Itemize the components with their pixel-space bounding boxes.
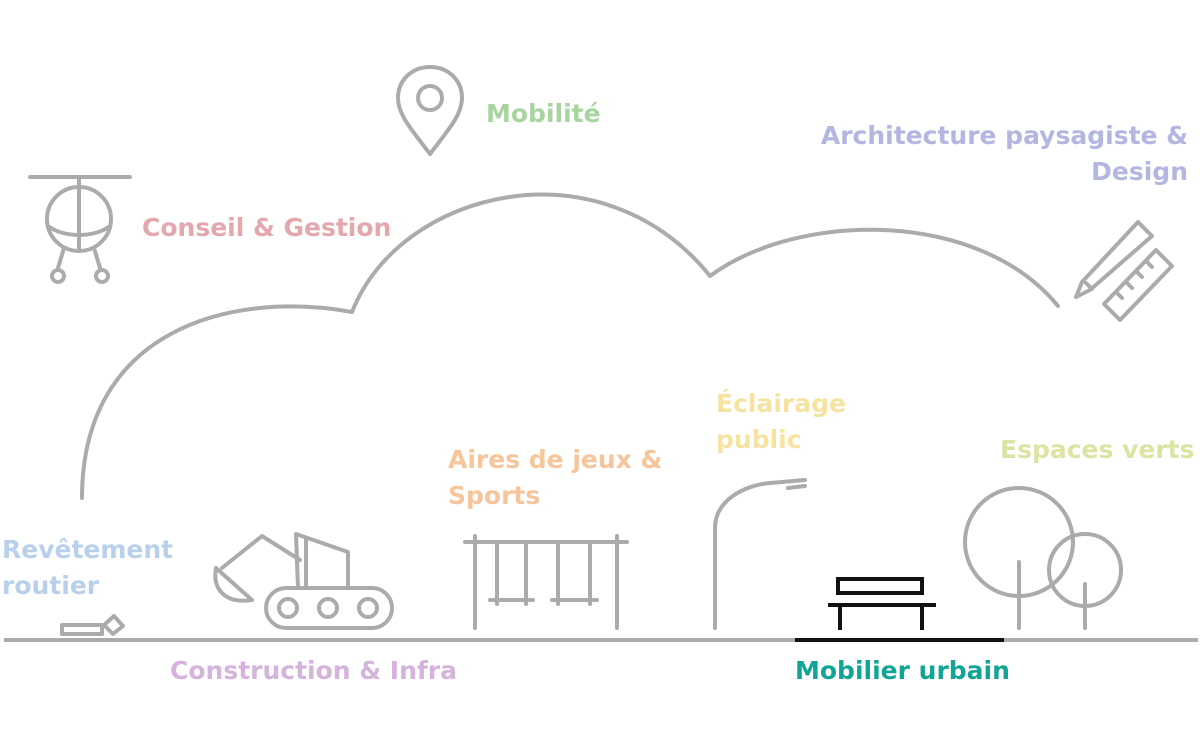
label-espaces-verts[interactable]: Espaces verts: [1000, 435, 1195, 464]
helicopter-icon[interactable]: [28, 175, 132, 284]
label-revetement-line2: routier: [2, 571, 100, 600]
label-aires-de-jeux-sports[interactable]: Aires de jeux & Sports: [448, 442, 662, 514]
trees-icon[interactable]: [963, 486, 1123, 630]
map-pin-icon[interactable]: [396, 65, 464, 156]
swing-set-icon[interactable]: [463, 534, 629, 630]
label-architecture-design[interactable]: Architecture paysagiste & Design: [821, 118, 1188, 190]
label-revetement-line1: Revêtement: [2, 535, 174, 564]
street-lamp-icon[interactable]: [713, 478, 807, 630]
label-mobilier-urbain[interactable]: Mobilier urbain: [795, 656, 1010, 685]
label-architecture-line2: Design: [1091, 157, 1188, 186]
pencil-ruler-icon[interactable]: [1074, 220, 1174, 322]
label-aires-line2: Sports: [448, 481, 541, 510]
cloud-outline: [80, 192, 1060, 500]
label-conseil-gestion[interactable]: Conseil & Gestion: [142, 213, 392, 242]
label-revetement-routier[interactable]: Revêtement routier: [2, 532, 173, 604]
label-architecture-line1: Architecture paysagiste &: [820, 121, 1188, 150]
bench-icon[interactable]: [828, 577, 936, 630]
paving-stones-icon[interactable]: [60, 614, 125, 636]
label-eclairage-public[interactable]: Éclairage public: [716, 386, 846, 458]
label-aires-line1: Aires de jeux &: [448, 445, 663, 474]
label-eclairage-line1: Éclairage: [716, 389, 846, 418]
label-eclairage-line2: public: [716, 425, 802, 454]
label-mobilite[interactable]: Mobilité: [486, 99, 601, 128]
label-construction-infra[interactable]: Construction & Infra: [170, 656, 457, 685]
excavator-icon[interactable]: [213, 532, 394, 630]
